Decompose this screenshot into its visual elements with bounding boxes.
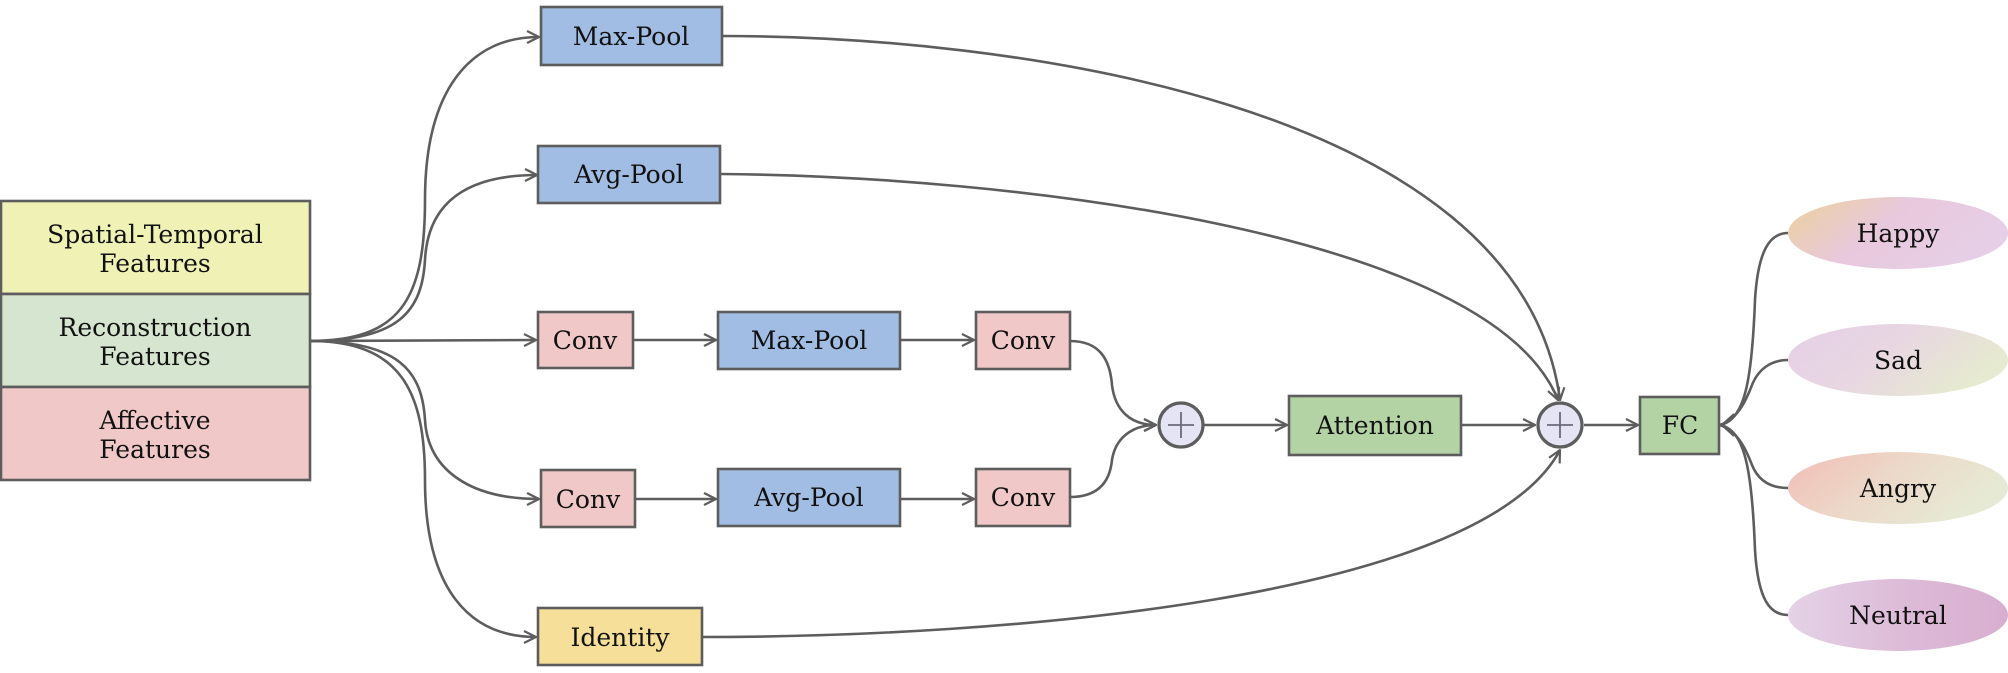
- output-happy: Happy: [1788, 197, 2008, 269]
- node-fc: FC: [1638, 395, 1721, 456]
- output-neutral: Neutral: [1788, 579, 2008, 651]
- output-label: Neutral: [1849, 601, 1947, 630]
- edge-conv1b-to-sum1: [1069, 339, 1156, 425]
- feature-block-reconstruction: [0, 292, 312, 389]
- edge-avgpool-to-sum2: [719, 172, 1558, 400]
- edge-features-to-maxpool: [309, 37, 539, 343]
- input-features-stack: Spatial-Temporal Features Reconstruction…: [0, 199, 312, 482]
- node-attention: Attention: [1287, 394, 1463, 457]
- node-label: Avg-Pool: [753, 483, 864, 512]
- edge-identity-to-sum2: [701, 450, 1560, 639]
- output-label: Sad: [1874, 346, 1922, 375]
- edge-features-to-conv1: [309, 340, 536, 341]
- edge-fc-to-sad: [1719, 358, 1789, 427]
- fc-output-marker: [1720, 413, 1735, 437]
- node-label: Attention: [1315, 411, 1434, 440]
- edge-fc-to-happy: [1719, 231, 1789, 427]
- edge-features-to-avgpool: [309, 175, 537, 343]
- sum-node-2: [1536, 401, 1584, 449]
- sum-node-1: [1157, 401, 1205, 449]
- node-maxpool-mid: Max-Pool: [716, 310, 902, 371]
- feature-label: Affective: [98, 406, 210, 435]
- feature-label: Features: [99, 249, 210, 278]
- feature-label: Features: [99, 435, 210, 464]
- edge-features-to-identity: [309, 339, 536, 637]
- node-label: Identity: [571, 623, 671, 652]
- node-avgpool-mid: Avg-Pool: [716, 467, 902, 528]
- edges-outputs: [1719, 231, 1789, 617]
- feature-block-spatial-temporal: [0, 199, 312, 296]
- feature-label: Features: [99, 342, 210, 371]
- plus-icon: [1168, 412, 1194, 438]
- feature-label: Reconstruction: [59, 313, 252, 342]
- edge-conv2b-to-sum1: [1069, 425, 1156, 499]
- node-conv-1a: Conv: [536, 310, 635, 370]
- edges-fanout: [309, 37, 539, 637]
- output-label: Happy: [1857, 219, 1941, 248]
- output-label: Angry: [1859, 474, 1937, 503]
- node-label: FC: [1662, 411, 1698, 440]
- edge-fc-to-neutral: [1719, 423, 1789, 617]
- feature-label: Spatial-Temporal: [47, 220, 263, 249]
- plus-icon: [1547, 412, 1573, 438]
- node-label: Avg-Pool: [573, 160, 684, 189]
- node-label: Conv: [553, 326, 618, 355]
- node-avgpool-top: Avg-Pool: [536, 144, 722, 205]
- output-angry: Angry: [1788, 452, 2008, 524]
- node-label: Conv: [556, 485, 621, 514]
- edge-maxpool-to-sum2: [721, 34, 1560, 400]
- node-label: Max-Pool: [751, 326, 868, 355]
- node-identity: Identity: [536, 606, 704, 667]
- node-label: Conv: [991, 326, 1056, 355]
- output-sad: Sad: [1788, 324, 2008, 396]
- feature-block-affective: [0, 385, 312, 482]
- edge-features-to-conv2: [309, 339, 539, 499]
- node-conv-2a: Conv: [539, 468, 637, 529]
- edge-fc-to-angry: [1719, 423, 1789, 490]
- edges-chain: [633, 34, 1638, 639]
- node-label: Max-Pool: [573, 22, 690, 51]
- node-maxpool-top: Max-Pool: [539, 5, 724, 67]
- node-conv-2b: Conv: [974, 467, 1072, 528]
- node-conv-1b: Conv: [974, 310, 1072, 371]
- node-label: Conv: [991, 483, 1056, 512]
